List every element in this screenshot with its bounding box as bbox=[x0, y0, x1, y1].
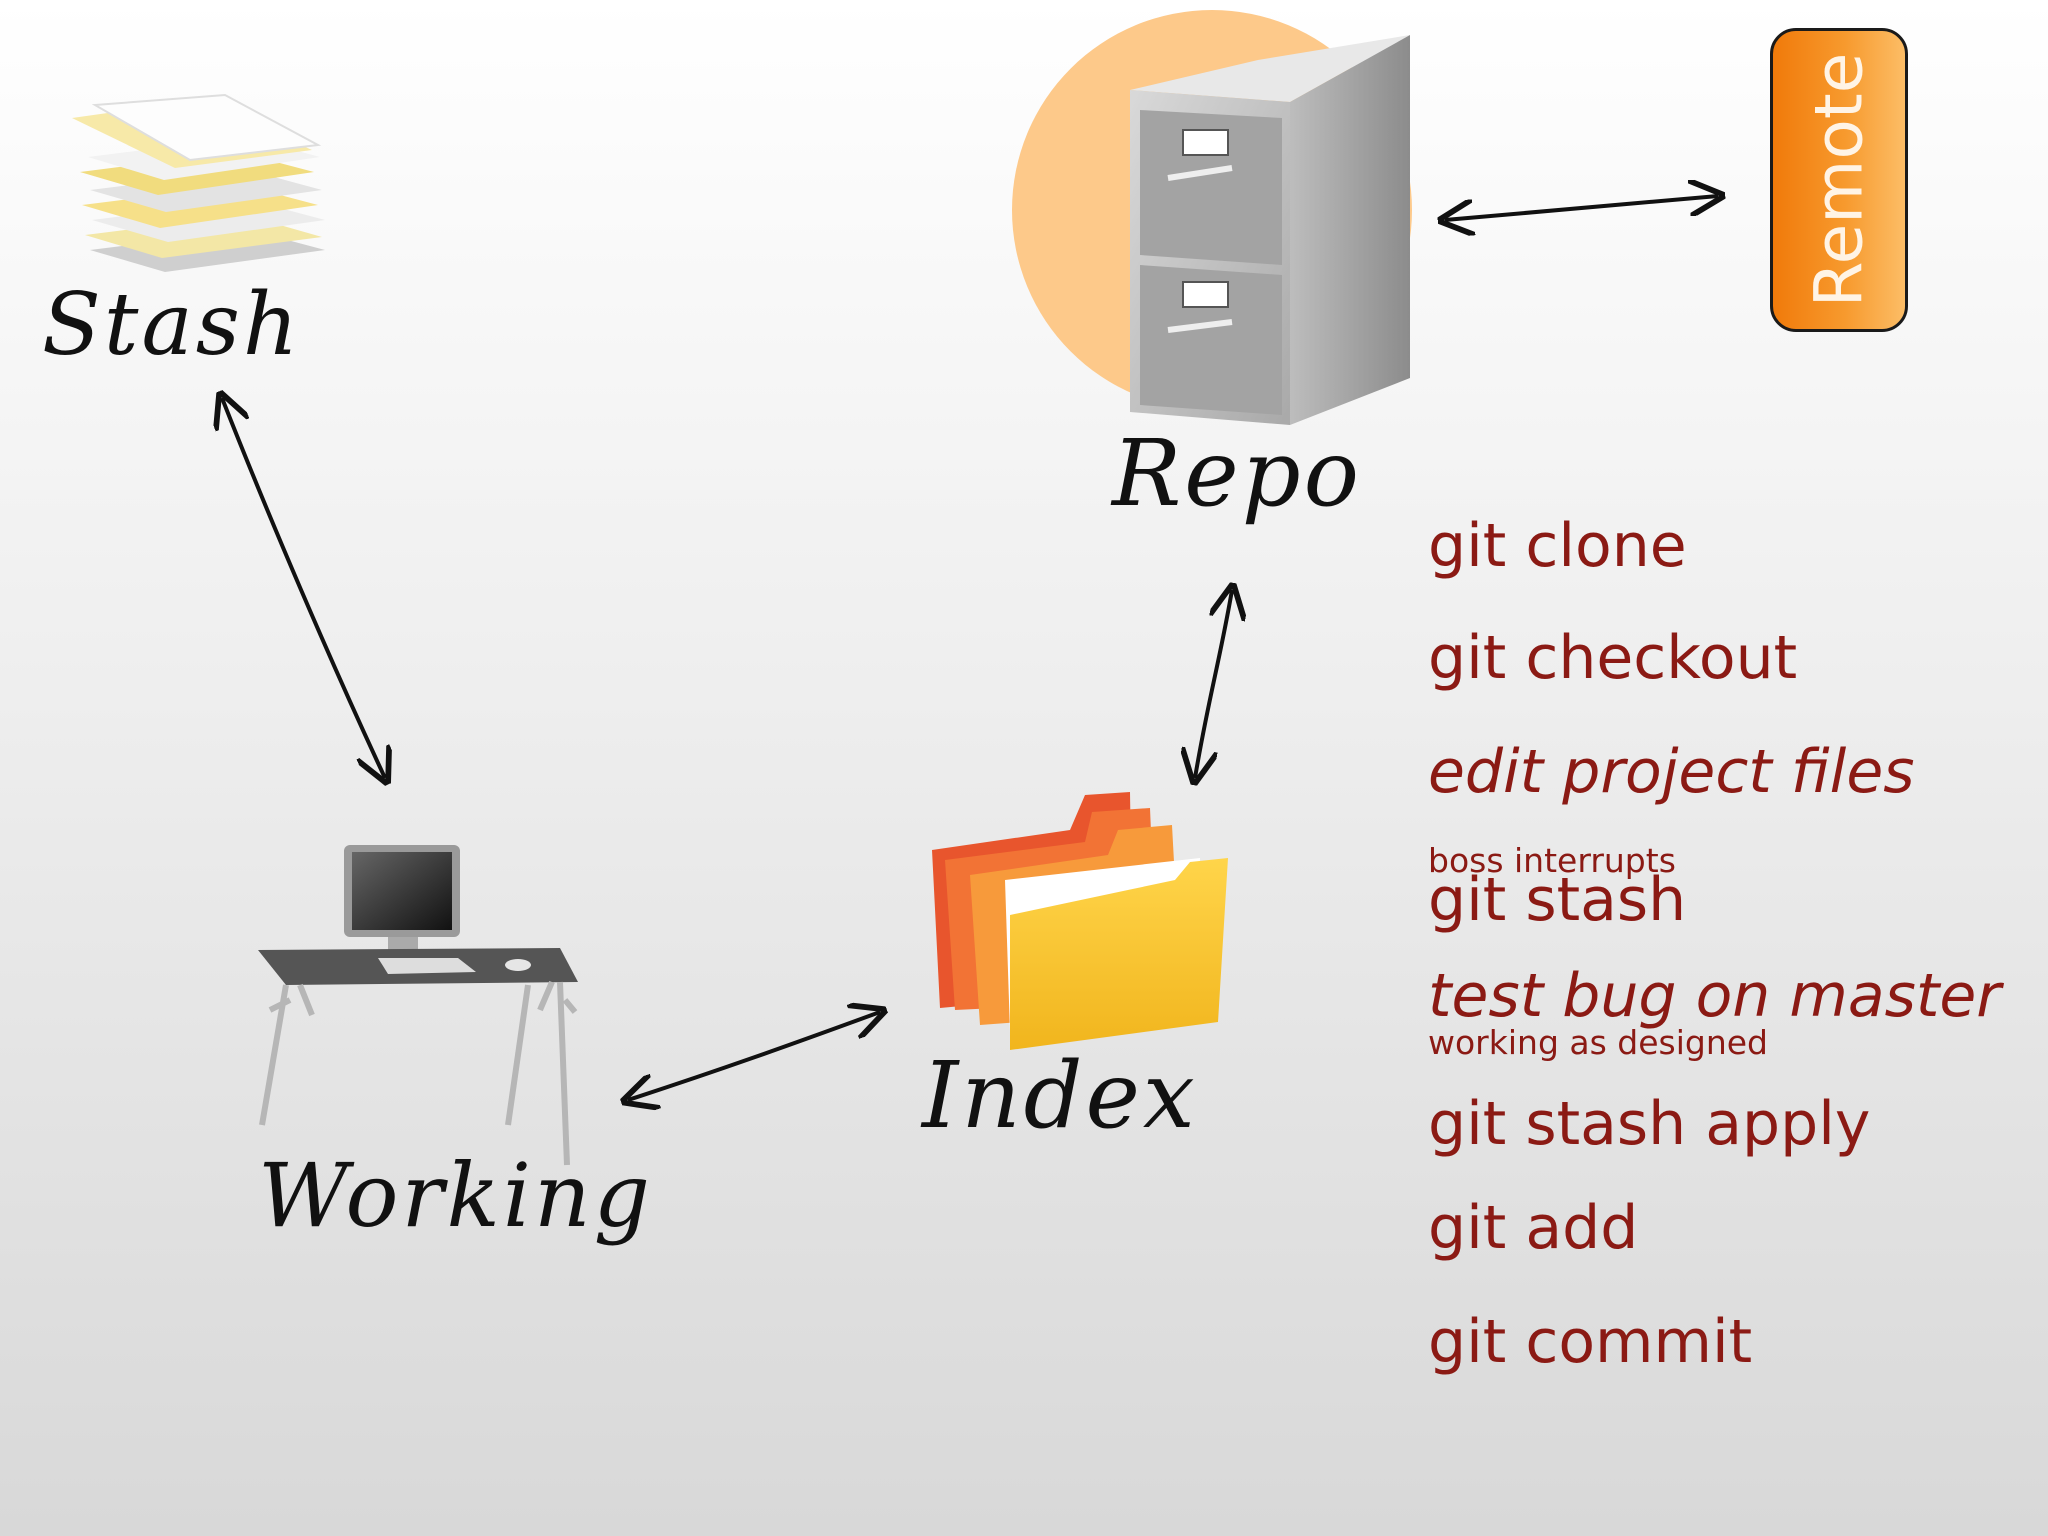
command-git-stash: git stash bbox=[1428, 865, 1687, 935]
paper-stack-icon bbox=[72, 93, 325, 272]
repo-label: Repo bbox=[1112, 420, 1362, 527]
command-git-checkout: git checkout bbox=[1428, 623, 1798, 693]
command-git-commit: git commit bbox=[1428, 1307, 1753, 1377]
arrow-stash-working bbox=[222, 398, 385, 778]
folders-icon bbox=[932, 792, 1228, 1050]
index-label: Index bbox=[922, 1042, 1198, 1149]
remote-label: Remote bbox=[1800, 52, 1878, 308]
command-test-bug-on-master: test bug on master bbox=[1428, 961, 2001, 1031]
working-label: Working bbox=[258, 1144, 653, 1247]
command-git-add: git add bbox=[1428, 1193, 1639, 1263]
arrow-working-index bbox=[628, 1012, 880, 1100]
arrow-index-repo bbox=[1195, 590, 1232, 778]
filing-cabinet-icon bbox=[1130, 35, 1410, 425]
command-edit-project-files: edit project files bbox=[1428, 737, 1915, 807]
note-working-as-designed: working as designed bbox=[1428, 1023, 1769, 1062]
stash-label: Stash bbox=[42, 275, 302, 375]
remote-box: Remote bbox=[1770, 28, 1908, 332]
command-git-clone: git clone bbox=[1428, 511, 1687, 581]
desk-computer-icon bbox=[258, 845, 578, 1166]
arrow-repo-remote bbox=[1445, 196, 1718, 220]
note-boss-interrupts: boss interrupts bbox=[1428, 841, 1676, 880]
command-git-stash-apply: git stash apply bbox=[1428, 1089, 1871, 1159]
